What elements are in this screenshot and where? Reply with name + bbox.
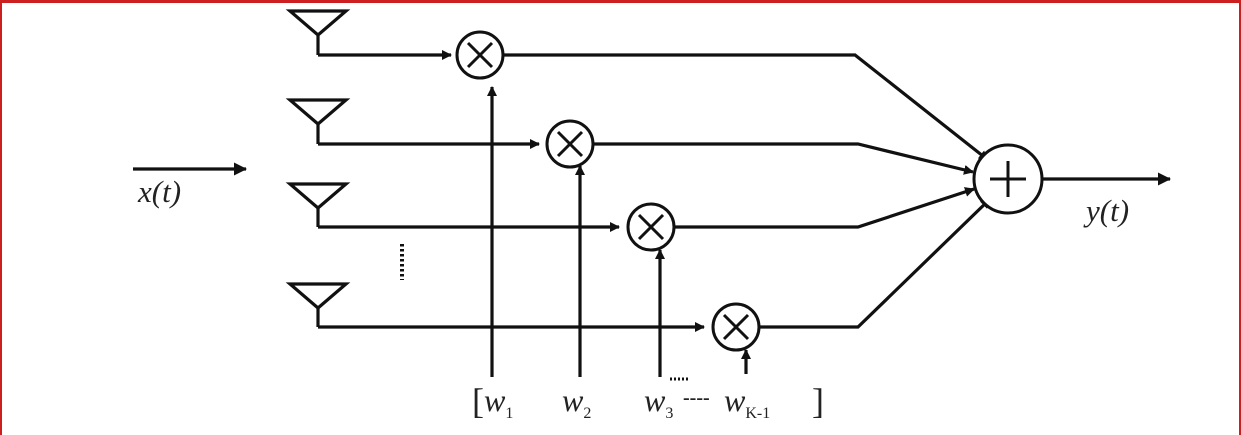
weight-k-label: wK-1	[724, 382, 770, 422]
bracket-close: ]	[812, 381, 824, 421]
antenna-k	[285, 282, 705, 332]
bracket-open: [	[472, 381, 484, 421]
product-3-line	[674, 187, 975, 229]
input-label: x(t)	[137, 174, 181, 209]
multiplier-3	[626, 202, 676, 252]
product-2-line	[593, 142, 974, 175]
product-1-line	[503, 53, 989, 162]
output-label: y(t)	[1083, 193, 1129, 228]
antenna-icon	[285, 182, 351, 211]
antenna-icon	[285, 98, 351, 127]
product-k-line	[759, 197, 992, 329]
antenna-icon	[285, 9, 351, 38]
multiplier-k	[711, 302, 761, 352]
antenna-3	[285, 182, 620, 232]
weight-2-label: w2	[562, 382, 591, 422]
weight-vector: [ w1 w2 w3 ---- wK-1 ]	[472, 377, 824, 422]
adder	[972, 143, 1044, 215]
weight-1-label: w1	[484, 382, 513, 422]
antenna-1	[285, 9, 452, 60]
antenna-2	[285, 98, 540, 149]
multiplier-1	[455, 30, 505, 80]
weight-separator: ----	[683, 387, 710, 409]
weight-3-label: w3	[644, 382, 673, 422]
antenna-icon	[285, 282, 351, 311]
multiplier-2	[545, 119, 595, 169]
